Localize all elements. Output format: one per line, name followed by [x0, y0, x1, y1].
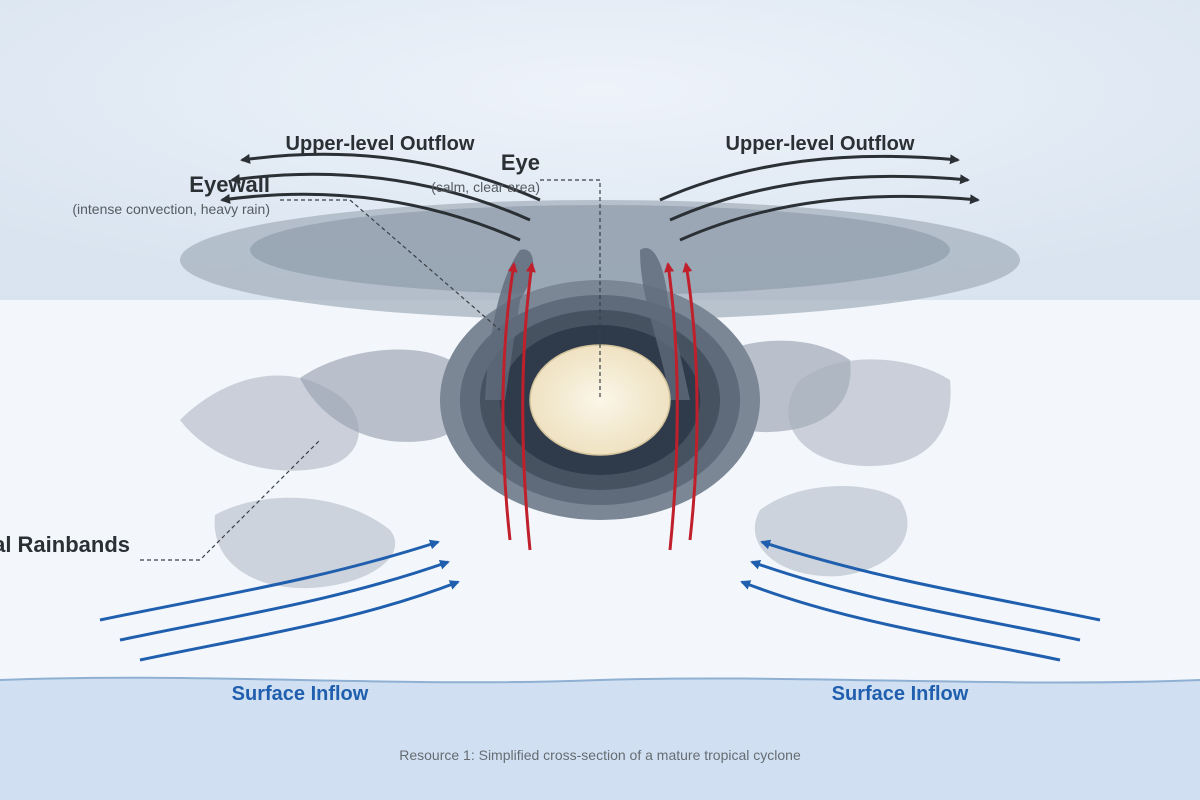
- inflow-arrow-left: [119, 559, 450, 642]
- inflow-arrow-right: [760, 539, 1101, 622]
- outflow-label-left: Upper-level Outflow: [286, 133, 475, 155]
- inflow-arrow-left: [99, 539, 440, 622]
- outflow-arrow-left: [240, 152, 541, 202]
- eyewall-label: Eyewall: [189, 172, 270, 197]
- rainband-cloud: [214, 497, 396, 589]
- figure-caption: Resource 1: Simplified cross-section of …: [399, 747, 801, 763]
- outflow-arrow-left: [220, 192, 521, 242]
- eyewall-sublabel: (intense convection, heavy rain): [72, 201, 270, 217]
- outflow-arrow-right: [659, 154, 960, 202]
- updraft-arrow: [682, 262, 699, 541]
- inflow-label-right: Surface Inflow: [832, 683, 969, 705]
- outflow-arrow-right: [669, 174, 970, 222]
- inflow-arrow-right: [750, 559, 1081, 642]
- eye-sublabel: (calm, clear area): [431, 179, 540, 195]
- rainband-cloud: [754, 486, 908, 577]
- inflow-arrow-left: [139, 580, 460, 662]
- updraft-arrow: [664, 262, 679, 551]
- updraft-arrow: [521, 262, 536, 551]
- eyewall-tower-left: [485, 249, 534, 400]
- rainband-cloud: [788, 359, 951, 467]
- outflow-arrow-left: [230, 172, 531, 222]
- outflow-label-right: Upper-level Outflow: [726, 133, 915, 155]
- ocean: [0, 677, 1200, 800]
- outflow-arrow-right: [679, 194, 980, 242]
- rainbands-label: al Rainbands: [0, 532, 130, 557]
- rainband-cloud: [300, 349, 475, 442]
- inflow-label-left: Surface Inflow: [232, 683, 369, 705]
- eyewall-leader-line: [280, 199, 501, 331]
- eye-leader-line: [540, 179, 601, 400]
- updraft-arrow: [501, 262, 518, 541]
- eye-label: Eye: [501, 150, 540, 175]
- ocean-surface-line: [0, 676, 1200, 684]
- inflow-arrow-right: [740, 580, 1061, 662]
- rainbands-leader-line: [140, 439, 321, 561]
